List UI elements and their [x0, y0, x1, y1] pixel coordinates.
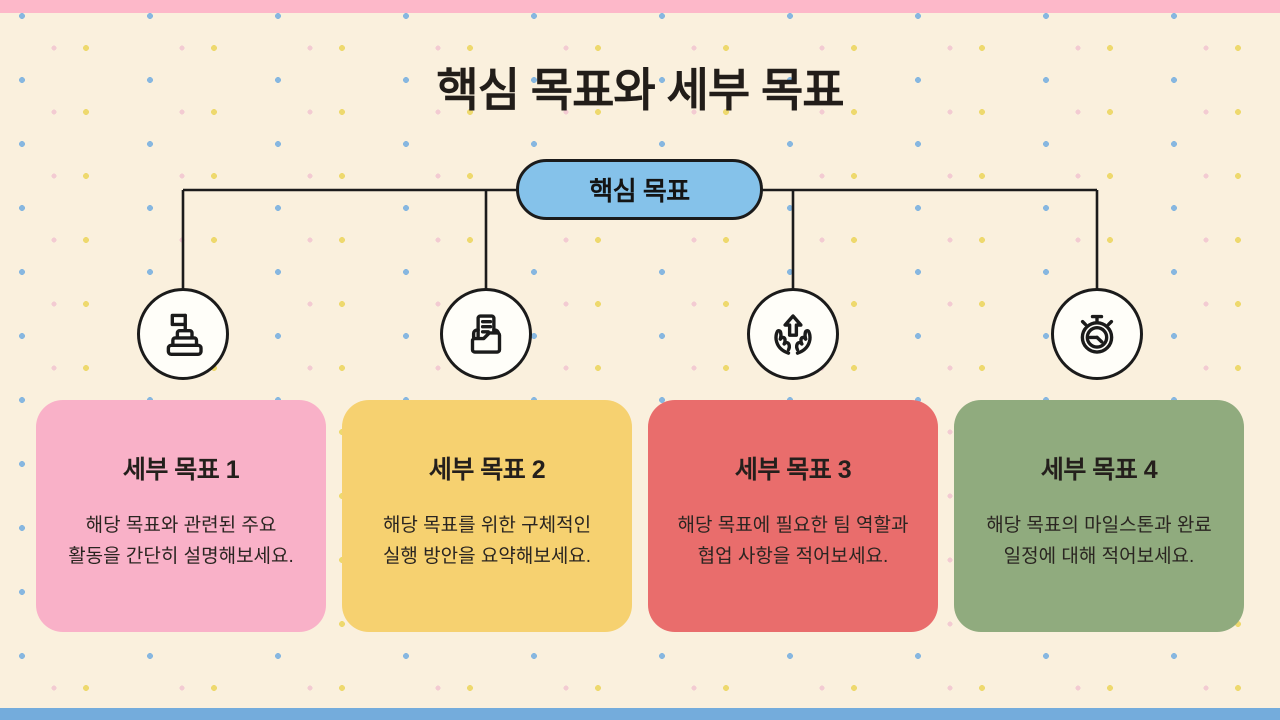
- branch-icon-circle-3: [747, 288, 839, 380]
- card-title-1: 세부 목표 1: [122, 456, 240, 484]
- card-title-3: 세부 목표 3: [734, 456, 852, 484]
- card-body-2-line1: 해당 목표를 위한 구체적인: [382, 515, 592, 536]
- card-title-2: 세부 목표 2: [428, 456, 546, 484]
- document-tray-icon: [470, 314, 502, 354]
- card-body-2-line2: 실행 방안을 요약해보세요.: [382, 546, 592, 567]
- branch-icon-circle-1: [137, 288, 229, 380]
- card-body-3: 해당 목표에 필요한 팀 역할과 협업 사항을 적어보세요.: [678, 510, 909, 572]
- top-accent-bar: [0, 0, 1280, 13]
- detail-goal-card-3: 세부 목표 3 해당 목표에 필요한 팀 역할과 협업 사항을 적어보세요.: [648, 400, 938, 632]
- root-goal-node: 핵심 목표: [516, 159, 763, 220]
- detail-goal-card-4: 세부 목표 4 해당 목표의 마일스톤과 완료 일정에 대해 적어보세요.: [954, 400, 1244, 632]
- milestone-flag-icon: [166, 313, 203, 356]
- card-body-2: 해당 목표를 위한 구체적인 실행 방안을 요약해보세요.: [383, 510, 591, 572]
- card-body-4: 해당 목표의 마일스톤과 완료 일정에 대해 적어보세요.: [986, 510, 1212, 572]
- detail-goal-card-1: 세부 목표 1 해당 목표와 관련된 주요 활동을 간단히 설명해보세요.: [36, 400, 326, 632]
- card-body-1-line2: 활동을 간단히 설명해보세요.: [68, 546, 294, 567]
- branch-icon-circle-4: [1051, 288, 1143, 380]
- card-body-3-line1: 해당 목표에 필요한 팀 역할과: [677, 515, 909, 536]
- card-body-4-line1: 해당 목표의 마일스톤과 완료: [986, 515, 1212, 536]
- branch-icon-circle-2: [440, 288, 532, 380]
- card-body-3-line2: 협업 사항을 적어보세요.: [697, 546, 889, 567]
- card-body-1: 해당 목표와 관련된 주요 활동을 간단히 설명해보세요.: [68, 510, 294, 572]
- hands-up-arrow-icon: [774, 314, 812, 355]
- card-body-1-line1: 해당 목표와 관련된 주요: [85, 515, 277, 536]
- card-title-4: 세부 목표 4: [1040, 456, 1158, 484]
- detail-goal-card-2: 세부 목표 2 해당 목표를 위한 구체적인 실행 방안을 요약해보세요.: [342, 400, 632, 632]
- bottom-accent-bar: [0, 708, 1280, 720]
- stopwatch-icon: [1080, 314, 1114, 354]
- slide-title: 핵심 목표와 세부 목표: [436, 64, 844, 116]
- root-goal-label: 핵심 목표: [589, 176, 690, 206]
- card-body-4-line2: 일정에 대해 적어보세요.: [1003, 546, 1195, 567]
